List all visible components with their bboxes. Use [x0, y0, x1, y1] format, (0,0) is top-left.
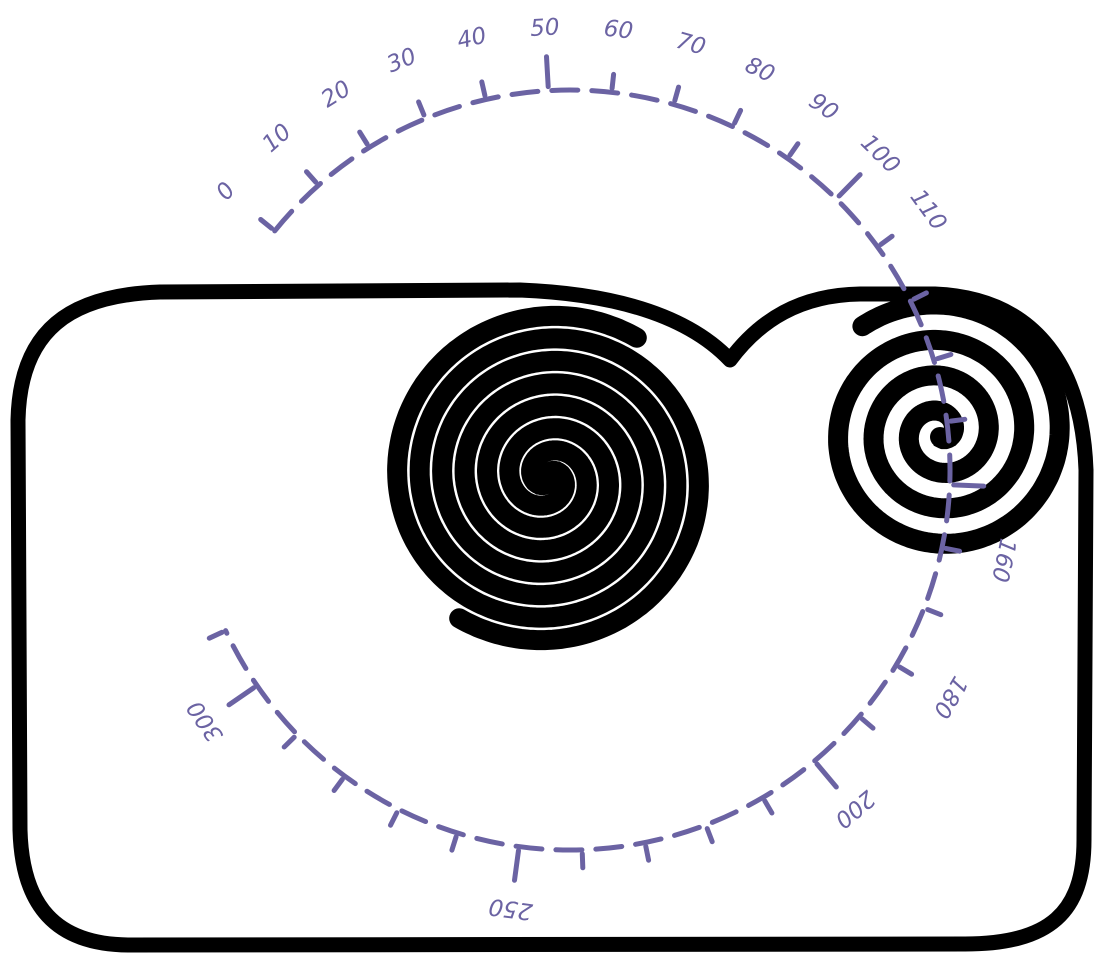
scale-tick-150	[954, 485, 984, 486]
scale-tick-260	[452, 837, 456, 850]
scale-label-90: 90	[804, 88, 843, 126]
scale-label-50: 50	[530, 14, 561, 42]
scale-tick-140	[951, 419, 965, 421]
scale-tick-160	[946, 548, 960, 551]
scale-tick-310	[209, 632, 222, 638]
scale-tick-30	[419, 102, 424, 115]
scale-label-0: 0	[211, 178, 240, 206]
scale-label-110: 110	[905, 185, 952, 236]
scale-label-20: 20	[317, 76, 356, 114]
scale-label-180: 180	[927, 672, 972, 723]
scale-tick-80	[735, 110, 741, 123]
scale-label-80: 80	[741, 52, 779, 88]
scale-tick-190	[862, 719, 873, 728]
scale-label-40: 40	[455, 23, 489, 55]
scale-tick-100	[839, 175, 860, 196]
scale-tick-60	[612, 74, 614, 88]
scale-tick-130	[938, 355, 951, 359]
scale-tick-40	[482, 82, 485, 96]
scale-tick-20	[360, 132, 367, 144]
scale-label-10: 10	[257, 119, 296, 158]
scale-label-250: 250	[487, 893, 534, 925]
scale-tick-180	[900, 667, 912, 674]
scale-label-200: 200	[829, 785, 879, 833]
scale-tick-290	[284, 737, 294, 747]
scale-tick-200	[817, 764, 836, 787]
scale-tick-300	[229, 688, 254, 705]
scale-tick-240	[582, 854, 583, 868]
scale-tick-70	[675, 87, 679, 101]
scale-tick-0	[261, 220, 272, 229]
scale-label-30: 30	[383, 43, 420, 78]
scale-tick-90	[790, 144, 798, 156]
scale-label-70: 70	[673, 28, 708, 61]
scale-tick-10	[307, 172, 316, 183]
scale-tick-220	[707, 829, 712, 842]
scale-tick-170	[928, 610, 941, 615]
scale-tick-50	[547, 57, 549, 87]
scale-tick-210	[765, 801, 772, 813]
scale-label-100: 100	[855, 130, 905, 179]
scale-label-60: 60	[602, 16, 634, 45]
spiral-left	[397, 316, 699, 640]
scale-tick-250	[515, 851, 519, 881]
scale-tick-110	[881, 236, 892, 244]
scale-tick-270	[391, 813, 397, 826]
scale-tick-230	[646, 846, 649, 860]
scale-tick-280	[334, 779, 342, 790]
scale-label-300: 300	[182, 696, 228, 747]
